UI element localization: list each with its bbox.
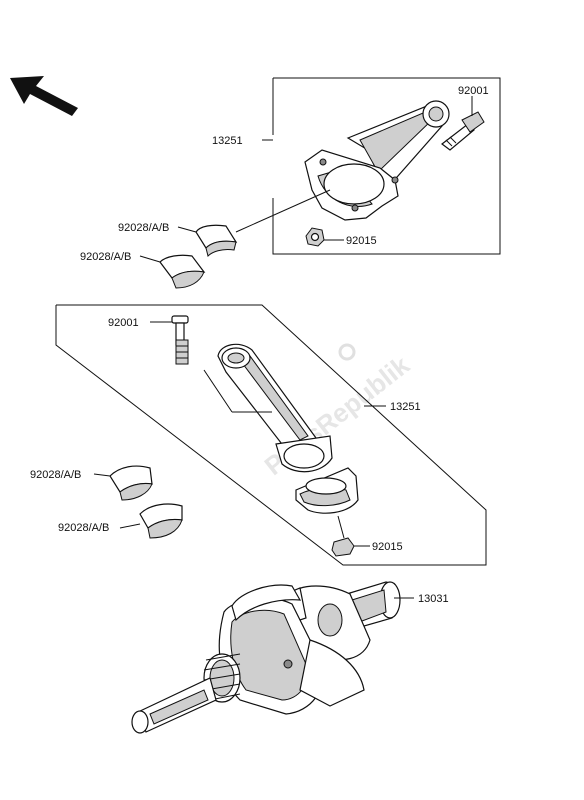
callout-92001-lower: 92001 (108, 317, 139, 329)
front-arrow-icon (10, 76, 78, 116)
upper-nut[interactable] (305, 227, 325, 247)
callout-13251-lower: 13251 (390, 401, 421, 413)
lower-group-frame (55, 304, 487, 566)
lower-nut[interactable] (331, 537, 355, 557)
crankshaft[interactable] (131, 581, 401, 734)
leader-bearing-upper-a (177, 226, 197, 233)
callout-92015-lower: 92015 (372, 541, 403, 553)
lower-rod-cap[interactable] (295, 467, 359, 514)
leader-bearing-upper-b (139, 255, 161, 263)
upper-group-frame (272, 77, 501, 255)
upper-connecting-rod[interactable] (304, 100, 450, 221)
lower-bearing-shell-b[interactable] (139, 503, 183, 539)
lower-bolt[interactable] (171, 315, 189, 365)
callout-92028-lower-b: 92028/A/B (58, 522, 109, 534)
leader-bearing-lower-a (93, 473, 111, 477)
callout-13251-upper: 13251 (212, 135, 243, 147)
upper-bearing-shell-b[interactable] (159, 254, 206, 289)
callout-13031: 13031 (418, 593, 449, 605)
lower-bearing-shell-a[interactable] (109, 465, 153, 501)
callout-92028-upper-b: 92028/A/B (80, 251, 131, 263)
upper-bolt[interactable] (441, 111, 485, 151)
leader-bearing-to-rod (235, 189, 331, 233)
upper-bearing-shell-a[interactable] (195, 224, 238, 257)
leader-bolt-to-rod (203, 369, 233, 413)
leader-bearing-lower-b (119, 523, 141, 529)
leader-cap-to-nut (337, 515, 345, 539)
watermark-gear-icon (338, 343, 356, 361)
callout-92015-upper: 92015 (346, 235, 377, 247)
callout-92001-upper: 92001 (458, 85, 489, 97)
lower-connecting-rod[interactable] (217, 343, 333, 473)
callout-92028-upper-a: 92028/A/B (118, 222, 169, 234)
callout-92028-lower-a: 92028/A/B (30, 469, 81, 481)
